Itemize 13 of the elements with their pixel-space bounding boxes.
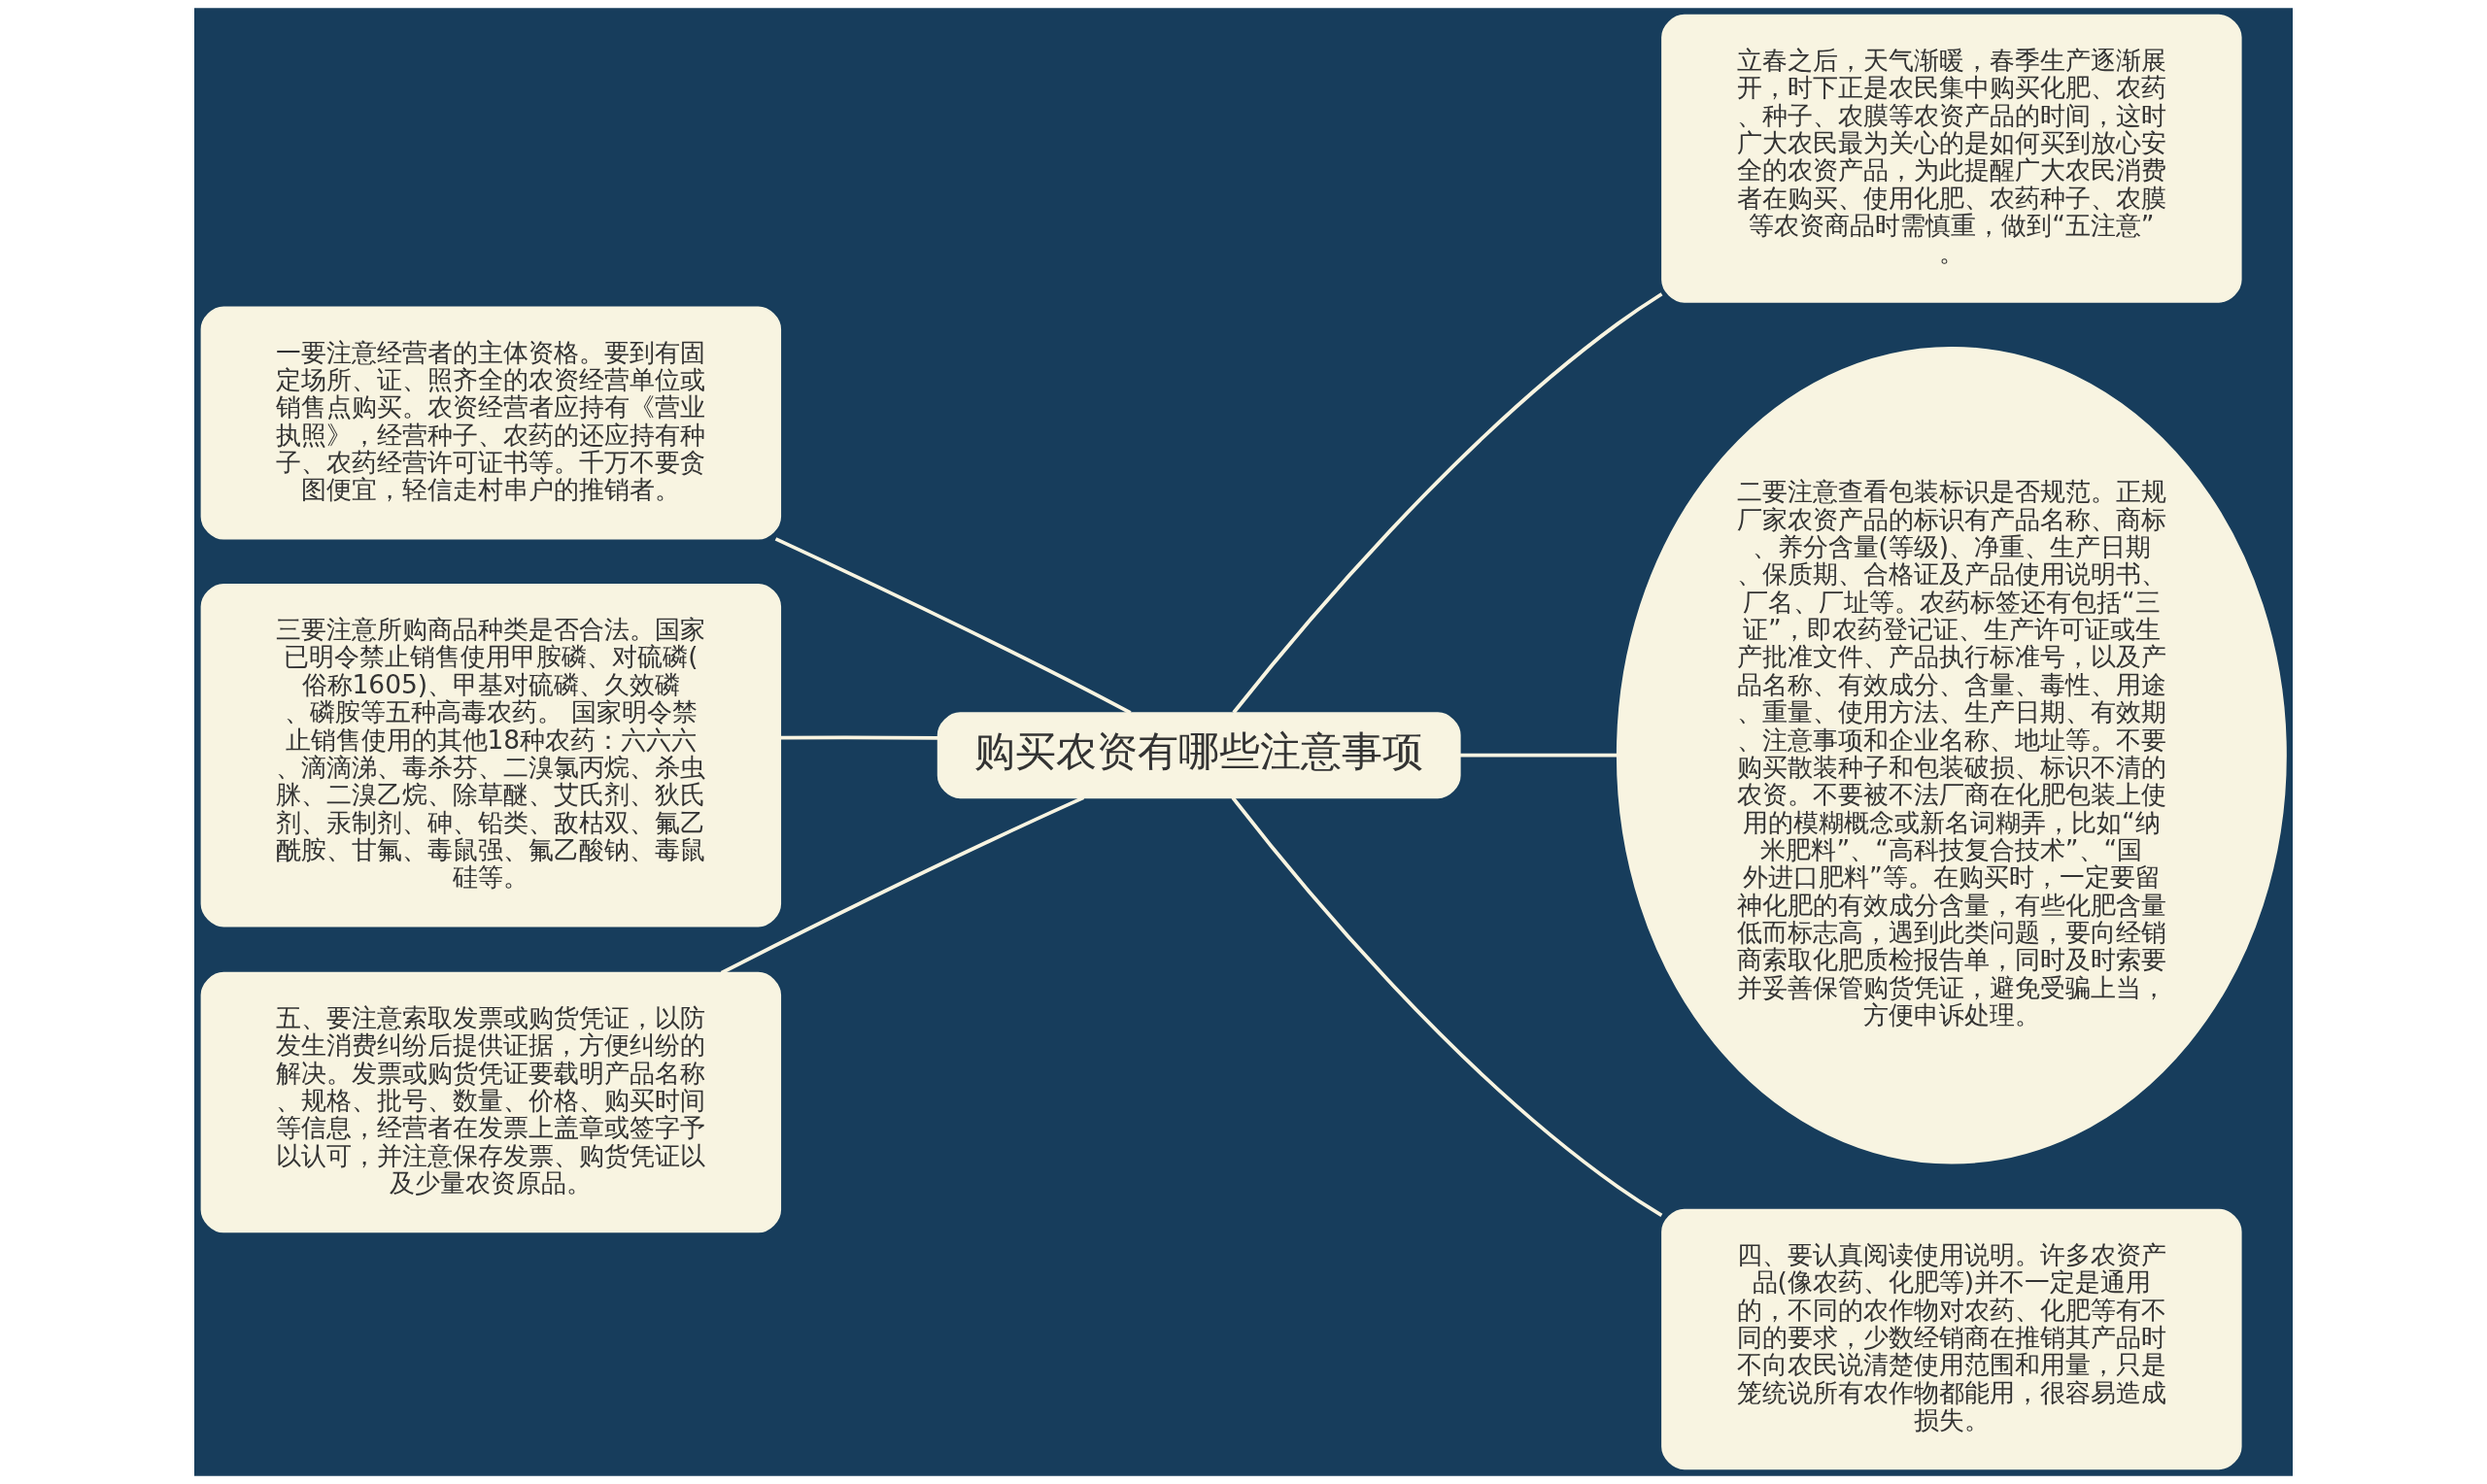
node-box: 立春之后，天气渐暖，春季生产逐渐展开，时下正是农民集中购买化肥、农药、种子、农膜等农资产品的时间，这时广大农民最为关心的是如何买到放心安全的农资产品，为此提醒广大农民消费者在购买、使用化肥、农药种子、农膜等农资商品时需慎重，做到“五注意”。 — [1661, 14, 2242, 303]
node-box: 购买农资有哪些注意事项 — [937, 712, 1461, 799]
node-box: 五、要注意索取发票或购货凭证，以防发生消费纠纷后提供证据，方便纠纷的解决。发票或购货凭证要载明产品名称、规格、批号、数量、价格、购买时间等信息，经营者在发票上盖章或签字予以认可，并注意保存发票、购货凭证以及少量农资原品。 — [200, 971, 782, 1233]
connector — [1231, 796, 1663, 1217]
connector — [1232, 292, 1663, 714]
connector — [780, 735, 938, 740]
node-box: 四、要认真阅读使用说明。许多农资产品(像农药、化肥等)并不一定是通用的，不同的农作物对农药、化肥等有不同的要求，少数经销商在推销其产品时不向农民说清楚使用范围和用量，只是笼统说所有农作物都能用，很容易造成损失。 — [1661, 1208, 2242, 1470]
connector — [720, 795, 1085, 975]
node-box: 三要注意所购商品种类是否合法。国家已明令禁止销售使用甲胺磷、对硫磷(俗称1605)、甲基对硫磷、久效磷、磷胺等五种高毒农药。 国家明令禁止销售使用的其他18种农药：六六六、滴滴涕、毒杀芬、二溴氯丙烷、杀虫脒、二溴乙烷、除草醚、艾氏剂、狄氏剂、汞制剂、砷、铅类、敌枯双、氟乙酰胺、甘氟、毒鼠强、氟乙酸钠、毒鼠硅等。 — [200, 583, 782, 928]
node-box: 一要注意经营者的主体资格。要到有固定场所、证、照齐全的农资经营单位或销售点购买。农资经营者应持有《营业执照》，经营种子、农药的还应持有种子、农药经营许可证书等。千万不要贪图便宜，轻信走村串户的推销者。 — [200, 306, 782, 540]
connector — [774, 537, 1132, 715]
connector — [1460, 753, 1618, 758]
node-ellipse: 二要注意查看包装标识是否规范。正规厂家农资产品的标识有产品名称、商标、养分含量(等级)、净重、生产日期、保质期、合格证及产品使用说明书、厂名、厂址等。农药标签还有包括“三证”，即农药登记证、生产许可证或生产批准文件、产品执行标准号，以及产品名称、有效成分、含量、毒性、用途、重量、使用方法、生产日期、有效期、注意事项和企业名称、地址等。不要购买散装种子和包装破损、标识不清的农资。不要被不法厂商在化肥包装上使用的模糊概念或新名词糊弄，比如“纳米肥料”、“高科技复合技术”、“国外进口肥料”等。在购买时，一定要留神化肥的有效成分含量，有些化肥含量低而标志高，遇到此类问题，要向经销商索取化肥质检报告单，同时及时索要并妥善保管购货凭证，避免受骗上当，方便申诉处理。 — [1616, 346, 2287, 1164]
